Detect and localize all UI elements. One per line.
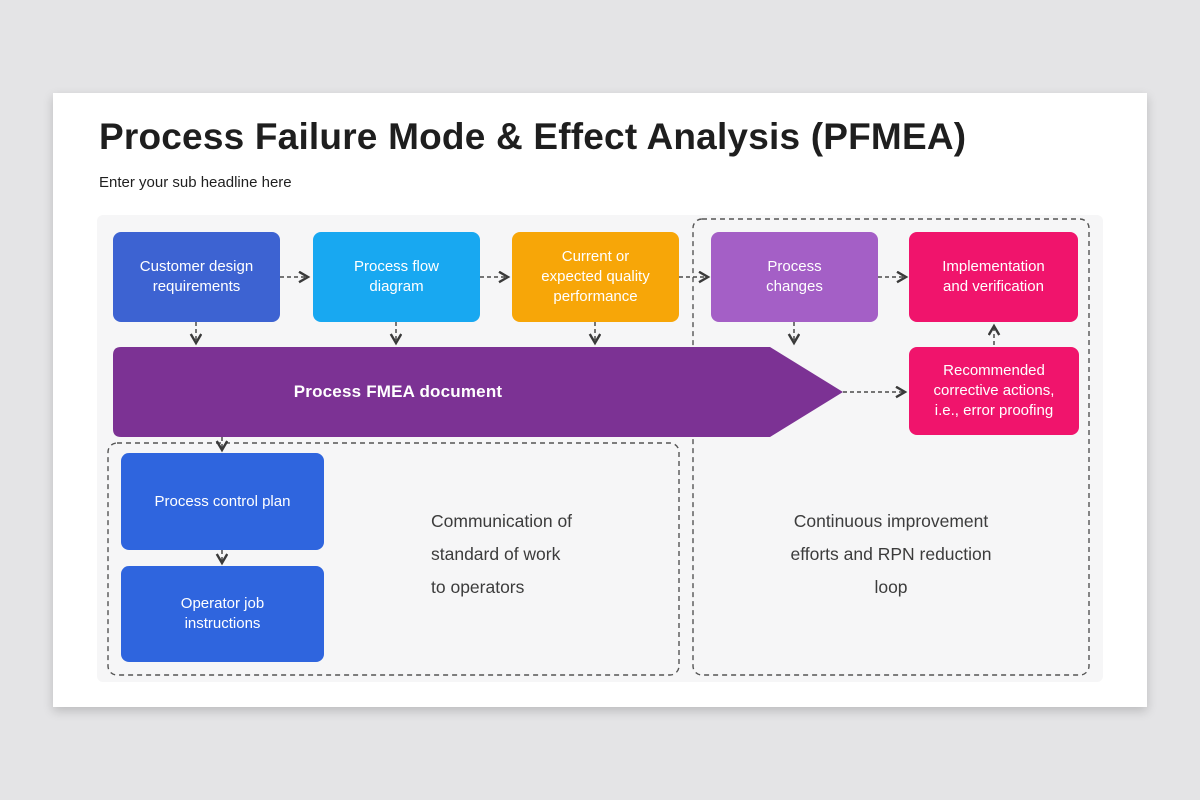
box-process-control-plan: Process control plan bbox=[121, 453, 324, 550]
note-line: to operators bbox=[431, 577, 525, 597]
page-subtitle: Enter your sub headline here bbox=[99, 174, 292, 191]
note-line: Communication of bbox=[431, 511, 573, 531]
box-operator-job-instructions: Operator job instructions bbox=[121, 566, 324, 662]
box-process-flow-diagram: Process flow diagram bbox=[313, 232, 480, 322]
fmea-document-label: Process FMEA document bbox=[293, 382, 503, 401]
note-line: loop bbox=[874, 577, 908, 597]
box-label: Implementation and verification bbox=[942, 258, 1045, 295]
box-process-changes: Process changes bbox=[711, 232, 878, 322]
communication-note: Communication of standard of work to ope… bbox=[431, 505, 572, 604]
box-label: Current or expected quality performance bbox=[541, 248, 650, 305]
box-recommended-corrective-actions: Recommended corrective actions, i.e., er… bbox=[909, 347, 1079, 435]
box-label: Operator job instructions bbox=[180, 595, 265, 632]
connector-layer bbox=[107, 218, 1090, 676]
box-current-expected-quality: Current or expected quality performance bbox=[512, 232, 679, 322]
box-label: Process flow diagram bbox=[353, 258, 440, 295]
chevron-shape bbox=[113, 347, 843, 437]
fmea-document-arrow: Process FMEA document bbox=[113, 347, 843, 437]
box-customer-design-requirements: Customer design requirements bbox=[113, 232, 280, 322]
box-label: Process changes bbox=[766, 258, 823, 295]
note-line: efforts and RPN reduction bbox=[790, 544, 992, 564]
slide-canvas: Process Failure Mode & Effect Analysis (… bbox=[53, 93, 1147, 707]
right-group-container bbox=[692, 218, 1090, 676]
page-title: Process Failure Mode & Effect Analysis (… bbox=[99, 116, 967, 157]
box-implementation-verification: Implementation and verification bbox=[909, 232, 1078, 322]
continuous-improvement-note: Continuous improvement efforts and RPN r… bbox=[693, 505, 1089, 604]
diagram-panel: Customer design requirements Process flo… bbox=[97, 215, 1103, 682]
note-line: Continuous improvement bbox=[793, 511, 989, 531]
left-group-container bbox=[107, 442, 680, 676]
note-line: standard of work bbox=[431, 544, 561, 564]
box-label: Customer design requirements bbox=[139, 258, 254, 295]
box-label: Recommended corrective actions, i.e., er… bbox=[933, 362, 1055, 419]
box-label: Process control plan bbox=[154, 492, 291, 510]
